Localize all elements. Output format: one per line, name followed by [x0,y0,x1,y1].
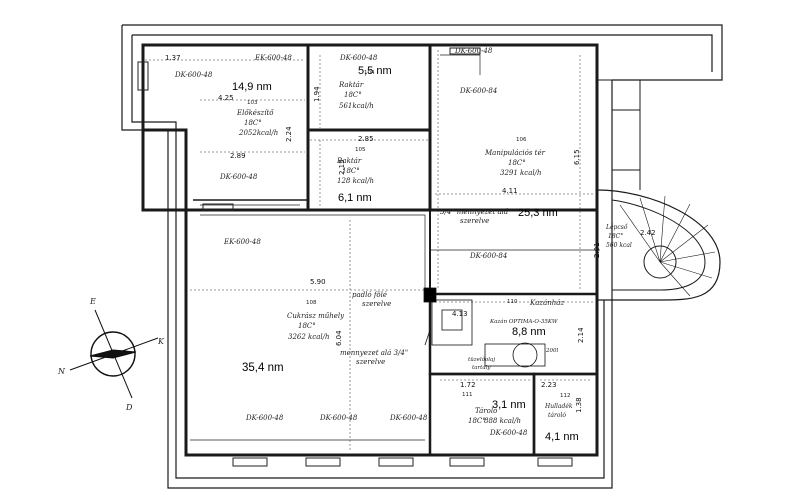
compass-letter: D [126,403,133,412]
room-temp-manipulacios: 18C° [508,159,526,167]
room-heat-tarolo-value: 888 kcal/h [484,417,522,425]
heating-pipes [190,54,600,441]
room-temp-raktar1: 18C° [344,91,362,99]
dim-label: 4.25 [218,94,234,102]
room-name-manipulacios: Manipulációs tér [485,149,545,157]
room-heat-lepcso: 560 kcal [606,242,632,249]
radiator-label: DK-600-48 [390,414,428,422]
dim-label: 2.01 [593,242,601,258]
radiator-label: DK-600-48 [455,47,493,55]
dim-label: 4.13 [452,310,468,318]
tank-note2: tartály [472,365,491,371]
radiator-label: EK-600-48 [255,54,292,62]
area-label-raktar2: 6,1 nm [338,192,372,204]
area-label-hulladek: 4,1 nm [545,431,579,443]
dim-label: 2.42 [640,229,656,237]
tank-note1: tüzelőolaj [468,357,496,363]
dim-label: 2.14 [577,327,585,343]
room-number-cukrasz: 108 [306,300,317,306]
dim-label: 1.37 [165,54,181,62]
compass-letter: N [58,367,65,376]
area-label-cukrasz: 35,4 nm [242,362,284,374]
dim-label: 1.94 [313,86,321,102]
dim-label: 5.90 [310,278,326,286]
radiator-label: DK-600-48 [175,71,213,79]
room-name-eloeszito: Előkészítő [237,109,274,117]
inner-walls [141,43,721,457]
compass-letter: K [158,337,164,346]
radiator-label: DK-600-48 [246,414,284,422]
dim-label: 1.38 [575,397,583,413]
dim-label: 2.89 [230,152,246,160]
room-name-kazanhaz: Kazánház [530,299,565,307]
room-number-eloeszito: 103 [247,100,258,106]
area-label-raktar1: 5,5 nm [358,65,392,77]
radiator-label: DK-600-84 [460,87,498,95]
radiator-label: DK-600-48 [490,429,528,437]
dim-label: 1.72 [460,381,476,389]
room-number-manipulacios: 106 [516,137,527,143]
room-temp-lepcso: 18C° [608,233,624,240]
dim-label: 4.11 [502,187,518,195]
room-heat-raktar1: 561kcal/h [339,102,374,110]
pipe-note: mennyezet alá 3/4" [340,349,409,357]
room-number-raktar1: 104 [364,70,375,76]
boiler-label: Kazán OPTIMA-O-35KW [490,319,558,325]
room-heat-tarolo: 18C° [468,417,486,425]
room-temp-eloeszito: 18C° [244,119,262,127]
room-name-hulladek: Hulladék [545,403,573,410]
pipe-note: szerelve [362,300,392,308]
room-heat-eloeszito: 2052kcal/h [239,129,279,137]
area-label-tarolo: 3,1 nm [492,399,526,411]
radiator-label: DK-600-48 [220,173,258,181]
area-label-kazanhaz: 8,8 nm [512,326,546,338]
dim-label: 2.24 [285,126,293,142]
room-name-cukrasz: Cukrász műhely [287,312,345,320]
dim-label: 2.85 [358,135,374,143]
room-heat-manipulacios: 3291 kcal/h [500,169,542,177]
radiator-symbols [137,47,573,467]
pipe-note: szerelve [356,358,386,366]
radiator-label: DK-600-48 [320,414,358,422]
compass-letter: E [90,297,96,306]
area-label-eloeszito: 14,9 nm [232,81,272,93]
tank-capacity: 200l [546,348,559,354]
pipe-note: 3/4" mennyezet alá [440,208,509,216]
room-temp-raktar2: 18C° [342,167,360,175]
compass-rose [69,309,159,399]
dim-label: 6.04 [335,330,343,346]
pipe-note: szerelve [460,217,490,225]
room-number-kazanhaz: 110 [507,299,518,305]
room-heat-cukrasz: 3262 kcal/h [288,333,330,341]
room-name-raktar1: Raktár [339,81,364,89]
room-number-raktar2: 105 [355,147,366,153]
room-temp-cukrasz: 18C° [298,322,316,330]
dim-label: 2.15 [338,159,346,175]
dim-label: 2.23 [541,381,557,389]
room-number-tarolo: 111 [462,392,473,398]
room-name-lepcso: Lépcső [606,224,628,231]
area-label-manipulacios: 25,3 nm [518,207,558,219]
boiler-equipment [423,287,546,368]
room-sub-hulladek: tároló [548,412,566,419]
radiator-label: EK-600-48 [224,238,261,246]
room-name-tarolo: Tároló [475,407,498,415]
radiator-label: DK-600-48 [340,54,378,62]
radiator-label: DK-600-84 [470,252,508,260]
room-heat-raktar2: 128 kcal/h [337,177,375,185]
room-number-hulladek: 112 [560,393,571,399]
room-name-raktar2: Raktár [337,157,362,165]
dim-label: 6.15 [573,149,581,165]
pipe-note: padló fölé [352,291,387,299]
